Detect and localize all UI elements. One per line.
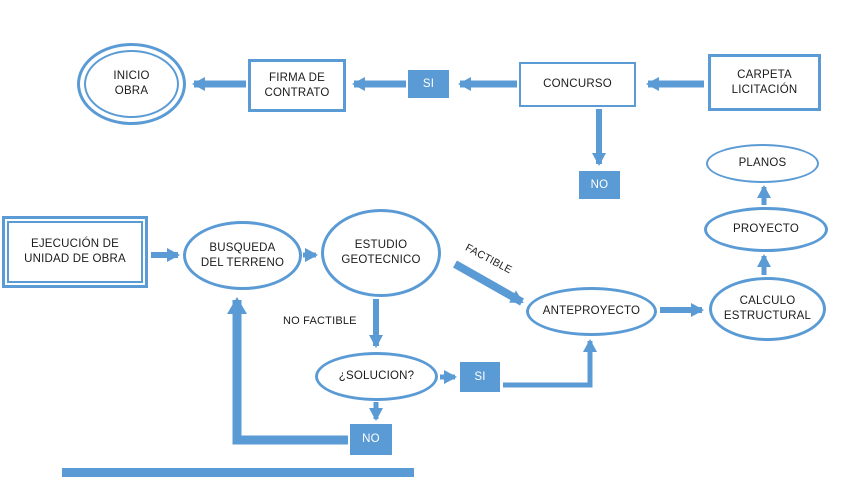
node-label: SI <box>422 77 435 90</box>
node-si-top: SI <box>408 70 449 98</box>
node-planos: PLANOS <box>706 144 819 183</box>
node-label: ESTUDIO GEOTECNICO <box>341 239 421 266</box>
node-label: NO <box>590 178 609 191</box>
node-anteproyecto: ANTEPROYECTO <box>526 287 657 336</box>
node-label: FIRMA DE CONTRATO <box>264 71 330 99</box>
node-firma-contrato: FIRMA DE CONTRATO <box>248 59 346 112</box>
node-proyecto: PROYECTO <box>704 207 828 252</box>
node-label: PLANOS <box>738 157 787 170</box>
node-inicio-obra: INICIO OBRA <box>77 43 186 125</box>
node-label: NO <box>362 433 380 446</box>
node-busqueda-terreno: BUSQUEDA DEL TERRENO <box>183 221 302 290</box>
node-si-mid: SI <box>460 362 500 392</box>
edge-label-factible: FACTIBLE <box>463 241 515 277</box>
node-no-bottom: NO <box>350 424 392 455</box>
node-calculo-estructural: CALCULO ESTRUCTURAL <box>709 277 826 341</box>
node-solucion: ¿SOLUCION? <box>315 352 438 401</box>
node-label: ¿SOLUCION? <box>338 370 415 383</box>
node-carpeta-licitacion: CARPETA LICITACIÓN <box>708 54 821 111</box>
node-label: CALCULO ESTRUCTURAL <box>723 295 812 322</box>
node-label: CARPETA LICITACIÓN <box>731 68 798 96</box>
node-label: ANTEPROYECTO <box>542 305 641 318</box>
node-label: CONCURSO <box>543 78 612 91</box>
node-label: BUSQUEDA DEL TERRENO <box>200 241 285 269</box>
node-concurso: CONCURSO <box>519 62 636 107</box>
edge-label-no-factible: NO FACTIBLE <box>283 315 357 327</box>
bottom-border-line <box>62 468 414 477</box>
node-label: SI <box>474 370 486 383</box>
arrow-si-to-anteproyecto <box>503 339 597 388</box>
node-no-top: NO <box>579 171 620 199</box>
node-label: PROYECTO <box>733 223 799 236</box>
node-estudio-geotecnico: ESTUDIO GEOTECNICO <box>321 209 441 297</box>
arrow-factible-diagonal <box>453 260 524 306</box>
node-ejecucion-unidad: EJECUCIÓN DE UNIDAD DE OBRA <box>2 216 148 288</box>
node-label: INICIO OBRA <box>113 70 150 97</box>
node-label: EJECUCIÓN DE UNIDAD DE OBRA <box>24 238 126 265</box>
